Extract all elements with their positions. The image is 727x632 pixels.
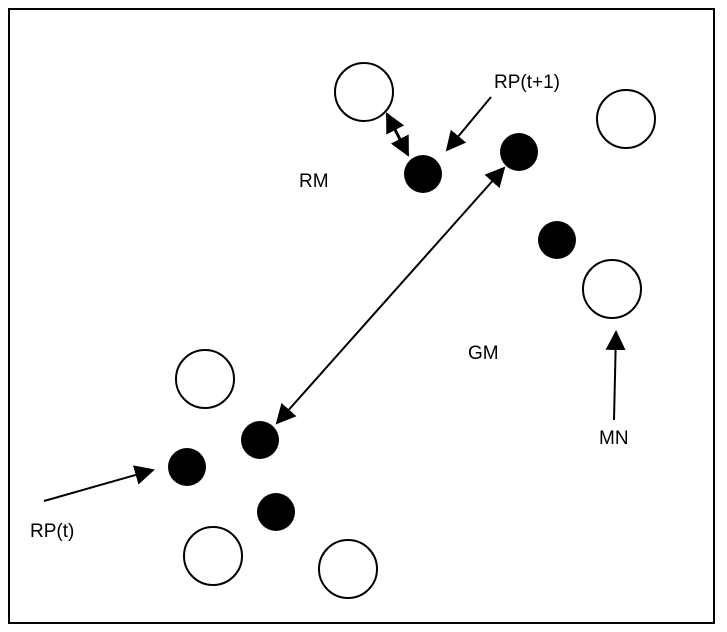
filled-node-bottom — [257, 493, 295, 531]
hollow-node-left — [175, 349, 235, 409]
filled-node-upper-right — [500, 133, 538, 171]
label-rp-t1: RP(t+1) — [494, 72, 560, 93]
hollow-node-top-left — [334, 62, 394, 122]
label-rp-t: RP(t) — [30, 521, 74, 542]
rp-t-arrow — [43, 465, 155, 502]
label-mn: MN — [599, 428, 629, 449]
filled-node-rp-t — [168, 448, 206, 486]
filled-node-rm — [404, 155, 442, 193]
filled-node-lower-left — [241, 421, 279, 459]
long-double-arrow — [275, 166, 506, 425]
filled-node-middle-right — [538, 221, 576, 259]
hollow-node-right — [582, 259, 642, 319]
hollow-node-bottom — [318, 539, 378, 599]
mn-arrow — [605, 330, 626, 421]
label-rm: RM — [299, 171, 329, 192]
hollow-node-bottom-left — [183, 526, 243, 586]
label-gm: GM — [468, 343, 499, 364]
rp-t1-arrow — [445, 96, 492, 152]
hollow-node-top-right — [596, 89, 656, 149]
short-double-arrow — [385, 112, 410, 157]
